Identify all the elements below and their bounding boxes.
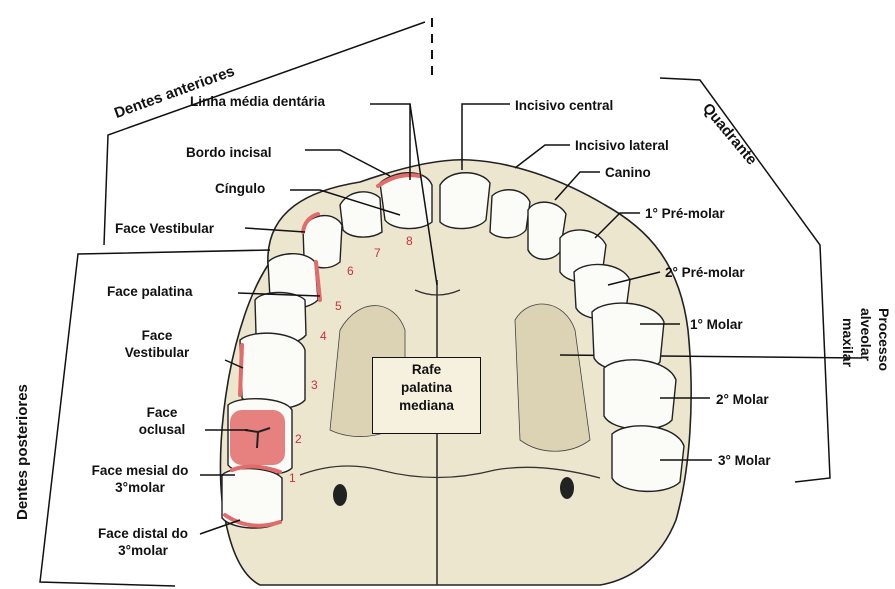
label-face-mesial-line1: Face mesial do (92, 462, 189, 479)
label-bordo-incisal: Bordo incisal (186, 144, 272, 161)
label-dentes-posteriores: Dentes posteriores (14, 384, 31, 520)
label-molar-3: 3° Molar (718, 452, 771, 469)
label-linha-media: Linha média dentária (190, 93, 325, 110)
tooth-number-4: 4 (320, 329, 327, 343)
rafe-line2: palatina (373, 379, 480, 397)
label-pre-molar-1: 1° Pré-molar (645, 205, 725, 222)
tooth-number-7: 7 (374, 246, 381, 260)
tooth-incisor-central-right (440, 173, 490, 229)
label-face-vestibular-2-line2: Vestibular (125, 344, 190, 361)
rafe-palatina-box: Rafe palatina mediana (372, 357, 481, 434)
label-incisivo-lateral: Incisivo lateral (575, 137, 669, 154)
label-face-vestibular-top: Face Vestibular (115, 220, 214, 237)
label-molar-2: 2° Molar (716, 391, 769, 408)
label-face-oclusal-line2: oclusal (139, 421, 186, 438)
tooth-incisor-lateral-right (490, 190, 530, 238)
label-incisivo-central: Incisivo central (515, 97, 613, 114)
label-maxilar: maxilar (840, 318, 856, 367)
highlight-face-vestibular-molar (240, 345, 242, 395)
label-molar-1: 1° Molar (690, 316, 743, 333)
label-face-vestibular-2-line1: Face (125, 327, 190, 344)
tooth-molar1-left (240, 333, 305, 409)
label-face-distal-line1: Face distal do (98, 525, 188, 542)
rafe-line1: Rafe (373, 361, 480, 379)
label-alveolar: alveolar (858, 308, 874, 361)
label-canino: Canino (605, 164, 651, 181)
tooth-molar2-right (604, 360, 676, 430)
label-cingulo: Cíngulo (215, 180, 265, 197)
label-processo: Processo (876, 308, 892, 371)
tooth-number-1: 1 (289, 471, 296, 485)
tooth-molar3-right (612, 426, 684, 492)
label-face-mesial-line2: 3°molar (92, 479, 189, 496)
tooth-number-5: 5 (335, 299, 342, 313)
label-face-palatina: Face palatina (107, 283, 193, 300)
label-face-mesial: Face mesial do 3°molar (92, 462, 189, 496)
label-face-distal: Face distal do 3°molar (98, 525, 188, 559)
tooth-number-3: 3 (311, 378, 318, 392)
label-face-distal-line2: 3°molar (98, 542, 188, 559)
foramen-right (560, 477, 574, 499)
foramen-left (333, 484, 347, 506)
label-face-oclusal-line1: Face (139, 404, 186, 421)
label-face-oclusal: Face oclusal (139, 404, 186, 438)
tooth-number-8: 8 (406, 234, 413, 248)
label-face-vestibular-2: Face Vestibular (125, 327, 190, 361)
tooth-number-6: 6 (347, 264, 354, 278)
rafe-line3: mediana (373, 397, 480, 415)
label-pre-molar-2: 2° Pré-molar (665, 264, 745, 281)
tooth-number-2: 2 (295, 432, 302, 446)
